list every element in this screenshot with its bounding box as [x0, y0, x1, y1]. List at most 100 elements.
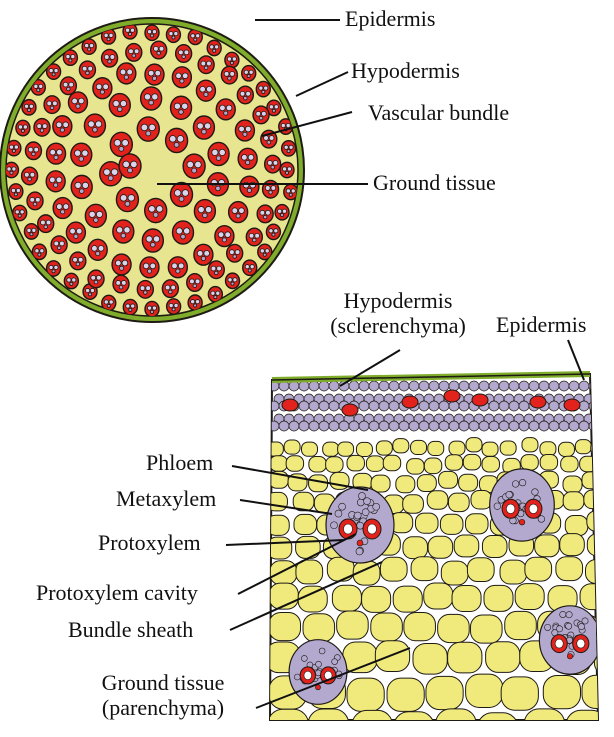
vascular-bundle [16, 120, 30, 135]
vascular-bundle [194, 244, 213, 265]
vascular-bundle [207, 40, 221, 55]
vascular-bundle [208, 261, 224, 279]
vascular-bundle [243, 260, 257, 275]
vascular-bundle [221, 66, 237, 84]
vascular-bundle [84, 114, 105, 137]
label-ground-tissue-top: Ground tissue [373, 170, 496, 195]
vascular-bundle [240, 176, 259, 197]
vascular-bundle [88, 239, 107, 260]
vascular-bundle-enlarged [326, 487, 394, 563]
vascular-bundle [282, 141, 296, 156]
label-hypodermis-bottom: Hypodermis (sclerenchyma) [308, 288, 488, 339]
label-hypodermis-line2: (sclerenchyma) [308, 313, 488, 338]
vascular-bundle [66, 222, 85, 243]
vascular-bundle [38, 215, 54, 233]
label-protoxylem: Protoxylem [98, 530, 201, 555]
vascular-bundle [102, 49, 118, 67]
label-ground-tissue-bottom: Ground tissue (parenchyma) [58, 670, 268, 721]
vascular-bundle [142, 229, 163, 252]
label-bundle-sheath: Bundle sheath [68, 617, 193, 642]
vascular-bundle [171, 96, 192, 119]
vascular-bundle [193, 116, 214, 139]
vascular-bundle [70, 252, 86, 270]
vascular-bundle [112, 254, 131, 275]
vascular-bundle [51, 236, 67, 254]
vascular-bundle [44, 96, 60, 114]
vascular-bundle [238, 148, 257, 169]
vascular-bundle [183, 154, 205, 178]
vascular-bundle [13, 205, 27, 220]
vascular-bundle [22, 167, 38, 185]
vascular-bundle [226, 273, 240, 288]
vascular-bundle [93, 78, 112, 99]
vascular-bundle [194, 200, 215, 223]
vascular-bundle [82, 39, 96, 54]
vascular-bundle [256, 81, 270, 96]
vascular-bundle [265, 155, 281, 173]
vascular-bundle [27, 192, 43, 210]
vascular-bundle [208, 142, 229, 165]
vascular-bundle [237, 86, 253, 104]
vascular-bundle [7, 140, 21, 155]
vascular-bundle [257, 205, 273, 223]
vascular-bundle [145, 301, 159, 316]
label-ground-tissue-line2: (parenchyma) [58, 695, 268, 720]
vascular-bundle-enlarged [289, 640, 347, 705]
vascular-bundle [215, 226, 234, 247]
vascular-bundle [116, 187, 138, 211]
label-metaxylem: Metaxylem [116, 486, 216, 511]
vascular-bundle [88, 270, 104, 288]
vascular-bundle [123, 299, 137, 314]
vascular-bundle [216, 99, 235, 120]
vascular-bundle [275, 205, 289, 220]
vascular-bundle [166, 128, 188, 152]
label-phloem: Phloem [146, 450, 213, 475]
vascular-bundle [196, 80, 215, 101]
vascular-bundle [168, 257, 187, 278]
vascular-bundle [53, 198, 72, 219]
vascular-bundle [187, 274, 203, 292]
vascular-bundle [9, 184, 23, 199]
vascular-bundle [119, 154, 141, 178]
vascular-bundle [117, 63, 136, 84]
vascular-bundle-enlarged [490, 469, 555, 541]
label-ground-tissue-line1: Ground tissue [58, 670, 268, 695]
vascular-bundle [266, 224, 280, 239]
vascular-bundle [280, 162, 294, 177]
label-epidermis-bottom: Epidermis [496, 312, 586, 337]
vascular-bundle [145, 198, 167, 222]
vascular-bundle [25, 142, 41, 160]
vascular-bundle [137, 281, 153, 299]
label-protoxylem-cavity: Protoxylem cavity [36, 580, 198, 605]
leader-hypodermis-top [296, 72, 348, 96]
vascular-bundle [176, 45, 192, 63]
vascular-bundle [113, 220, 134, 243]
vascular-bundle [145, 25, 159, 40]
vascular-bundle [225, 52, 239, 67]
vascular-bundle [110, 132, 132, 156]
vascular-bundle [171, 182, 193, 206]
vascular-bundle [172, 67, 191, 88]
vascular-bundle [227, 244, 243, 262]
vascular-bundle [140, 257, 159, 278]
vascular-bundle [246, 228, 262, 246]
vascular-bundle [71, 143, 92, 166]
vascular-bundle [68, 92, 87, 113]
vascular-bundle [253, 106, 269, 124]
vascular-bundle [242, 66, 256, 81]
vascular-bundle [113, 275, 129, 293]
vascular-bundle [46, 171, 65, 192]
label-epidermis-top: Epidermis [345, 6, 435, 31]
vascular-bundle [166, 27, 180, 42]
label-vascular-bundle: Vascular bundle [368, 100, 509, 125]
vascular-bundle [126, 44, 142, 62]
stem-cross-section [0, 18, 304, 322]
vascular-bundle [85, 204, 106, 227]
vascular-bundle [47, 143, 66, 164]
vascular-bundle [24, 224, 38, 239]
vascular-bundle [34, 119, 50, 137]
vascular-bundle [71, 175, 92, 198]
vascular-bundle [22, 100, 36, 115]
vascular-bundle [162, 280, 178, 298]
vascular-bundle [235, 120, 254, 141]
